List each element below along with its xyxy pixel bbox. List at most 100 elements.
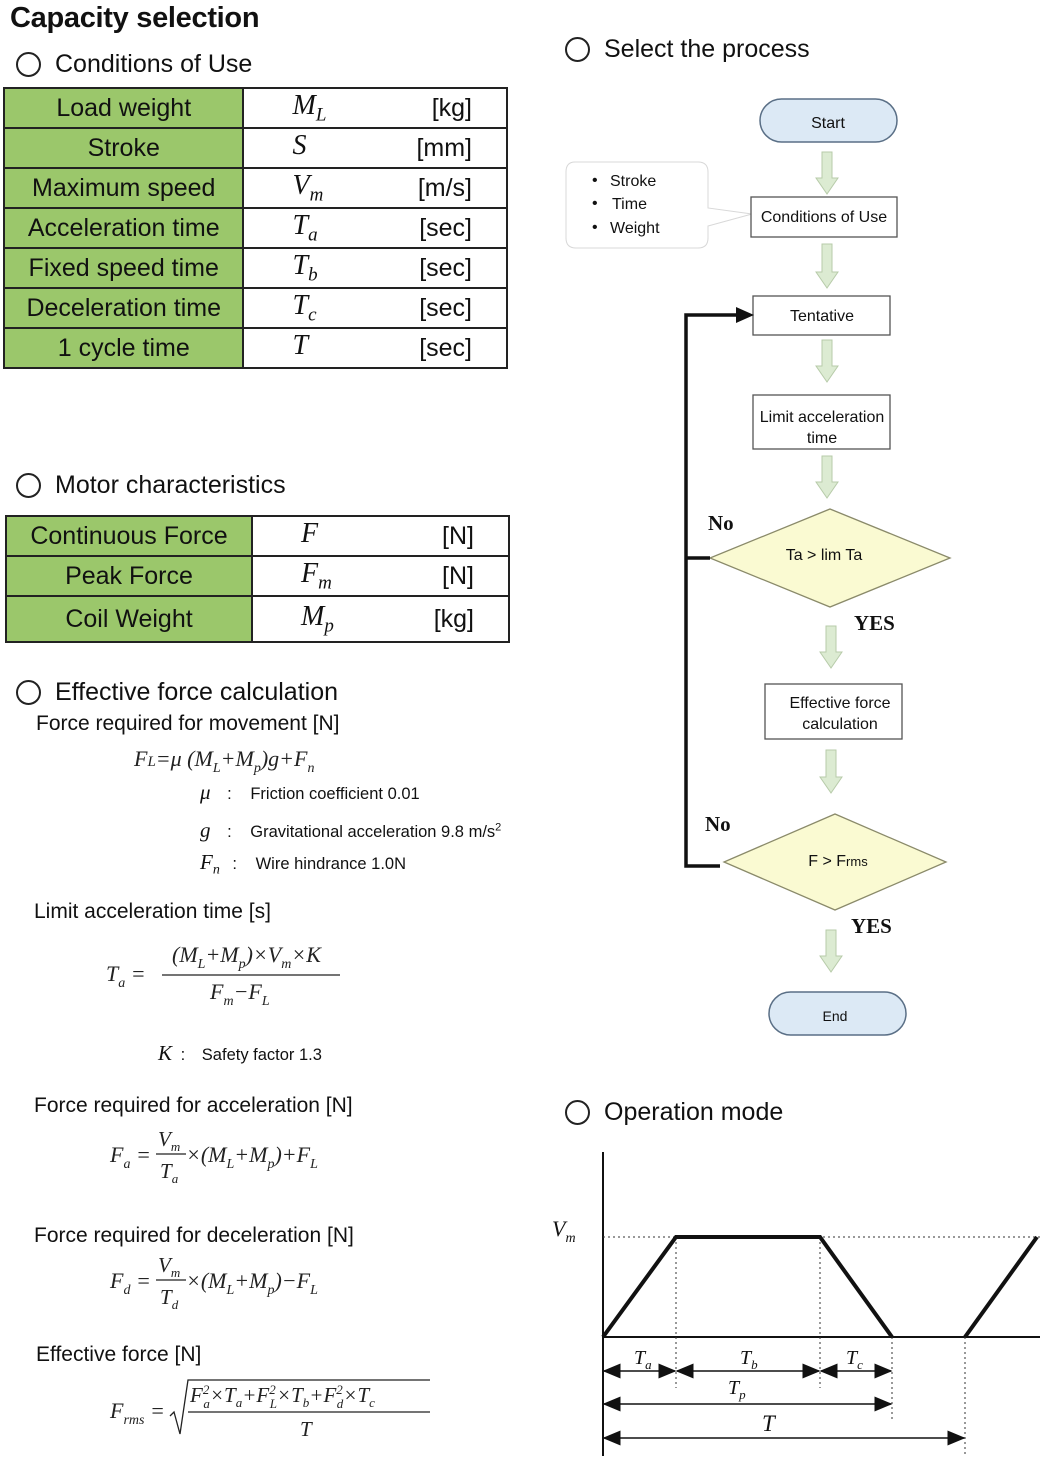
symbol-main: M (292, 89, 316, 121)
ta-label: Ta (634, 1347, 652, 1372)
svg-text:•: • (592, 172, 598, 189)
symbol-main: F (301, 517, 319, 549)
section-process: Select the process (565, 35, 810, 64)
symbol-sub: b (308, 264, 318, 286)
down-arrow-icon (819, 625, 843, 669)
row-unit: [N] (431, 515, 510, 557)
decel-heading: Force required for deceleration [N] (34, 1224, 354, 1247)
row-symbol: Fm (251, 555, 431, 597)
speed-profile-next (963, 1235, 1039, 1339)
symbol-sub: p (324, 615, 334, 637)
no-label-1: No (708, 511, 734, 535)
circle-bullet-icon (565, 37, 590, 62)
effective-step-line2: calculation (802, 716, 878, 733)
circle-bullet-icon (16, 680, 41, 705)
speed-profile (601, 1235, 894, 1339)
tentative-step (752, 295, 891, 336)
end-terminator (768, 991, 907, 1036)
start-terminator (759, 98, 898, 143)
svg-text:Fa =: Fa = (109, 1142, 151, 1172)
row-label: Stroke (2, 127, 245, 169)
symbol-main: T (292, 209, 309, 241)
t-label: T (762, 1411, 777, 1436)
down-arrow-icon (815, 151, 839, 195)
section-motor: Motor characteristics (16, 471, 286, 500)
svg-text:Vm: Vm (158, 1253, 180, 1280)
symbol-sub: c (308, 304, 317, 326)
symbol-sub: a (308, 224, 318, 246)
symbol-main: M (301, 600, 325, 632)
down-arrow-icon (815, 455, 839, 499)
process-flowchart: Start • • • Stroke Time Weight Condition… (565, 98, 952, 1036)
effective-step-line1: Effective force (789, 695, 890, 712)
tc-label: Tc (846, 1347, 863, 1372)
row-symbol: T (242, 327, 417, 369)
tb-label: Tb (740, 1347, 758, 1372)
vm-label: Vm (552, 1216, 576, 1246)
feedback-loop (684, 313, 738, 868)
limit-formula: Ta = (ML+Mp)×Vm×K Fm−FL (106, 942, 340, 1009)
symbol-sub: L (315, 104, 327, 126)
row-symbol: Vm (242, 167, 417, 209)
decision-frms (722, 813, 948, 911)
svg-text:Ta: Ta (160, 1159, 179, 1186)
effective-heading: Effective force [N] (36, 1343, 202, 1366)
yes-label-2: YES (851, 914, 892, 938)
row-unit: [kg] (431, 595, 510, 643)
row-unit: [sec] (416, 327, 508, 369)
section-motor-label: Motor characteristics (55, 471, 286, 499)
svg-text:Td: Td (160, 1285, 179, 1312)
operation-diagram: Vm Ta Tb Tc Tp T (552, 1152, 1040, 1456)
no-label-2: No (705, 812, 731, 836)
decision-frms-label: F > Frms (808, 853, 868, 870)
symbol-sub: m (309, 184, 324, 206)
row-unit: [m/s] (416, 167, 508, 209)
section-operation: Operation mode (565, 1098, 783, 1127)
svg-text:×(ML+Mp)+FL: ×(ML+Mp)+FL (186, 1142, 318, 1172)
movement-formula: FL=μ (ML+Mp)g+Fn (133, 746, 314, 776)
conditions-step (750, 196, 898, 238)
symbol-main: F (301, 557, 319, 589)
friction-note: μ : Friction coefficient 0.01 (200, 780, 420, 804)
limit-step-line1: Limit acceleration (760, 409, 885, 426)
input-stroke: Stroke (610, 173, 656, 190)
table-row: Coil Weight Mp [kg] (5, 595, 510, 643)
row-label: Load weight (2, 87, 245, 129)
row-symbol: Tc (242, 287, 417, 329)
input-time: Time (612, 196, 647, 213)
decision-ta-label: Ta > lim Ta (786, 547, 863, 564)
symbol-main: T (292, 329, 309, 361)
limit-step-line2: time (807, 430, 837, 447)
inputs-callout: • • • Stroke Time Weight (565, 161, 753, 249)
gravity-note: g : Gravitational acceleration 9.8 m/s2 (200, 818, 502, 842)
svg-text:Vm: Vm (158, 1127, 180, 1154)
symbol-main: V (292, 169, 310, 201)
row-label: Deceleration time (2, 287, 245, 329)
row-label: Coil Weight (5, 595, 253, 643)
row-label: 1 cycle time (2, 327, 245, 369)
effective-step (764, 683, 903, 740)
input-weight: Weight (610, 220, 660, 237)
svg-text:×(ML+Mp)−FL: ×(ML+Mp)−FL (186, 1268, 318, 1298)
row-label: Maximum speed (2, 167, 245, 209)
wire-note: Fn : Wire hindrance 1.0N (200, 850, 407, 878)
row-unit: [kg] (416, 87, 508, 129)
decision-ta (708, 508, 952, 608)
row-unit: [sec] (416, 207, 508, 249)
conditions-step-label: Conditions of Use (761, 209, 887, 226)
svg-text:Frms =: Frms = (109, 1398, 165, 1428)
down-arrow-icon (819, 929, 843, 973)
row-label: Peak Force (5, 555, 253, 597)
svg-text:•: • (592, 195, 598, 212)
limit-step (752, 394, 891, 450)
row-symbol: F (251, 515, 431, 557)
row-label: Acceleration time (2, 207, 245, 249)
symbol-main: T (292, 289, 309, 321)
svg-text:T: T (300, 1417, 313, 1441)
table-row: Load weight ML [kg] (2, 87, 508, 129)
decel-formula: Fd = Vm Td ×(ML+Mp)−FL (109, 1253, 318, 1312)
